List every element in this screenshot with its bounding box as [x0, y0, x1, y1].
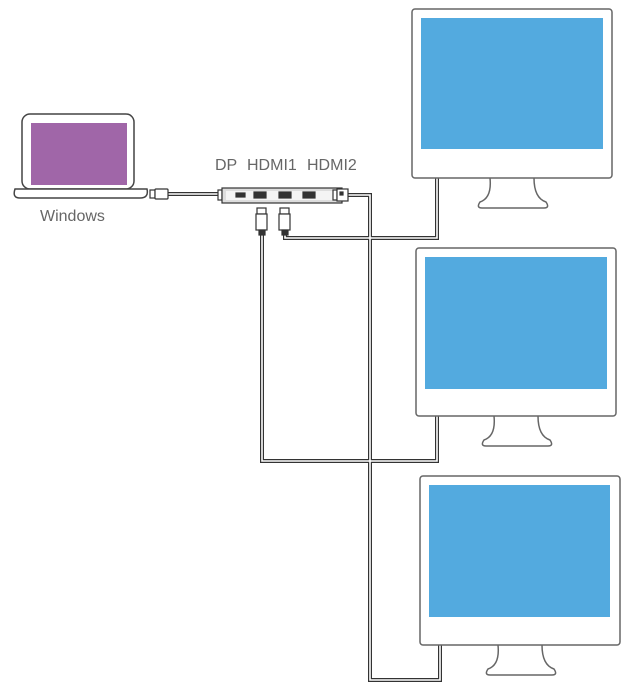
laptop — [13, 113, 149, 199]
hdmi2-port — [278, 191, 292, 199]
dp-port-label: DP — [215, 157, 238, 174]
monitor-2 — [415, 247, 617, 447]
monitor-screen — [425, 257, 607, 389]
hdmi1-port-label: HDMI1 — [247, 157, 297, 174]
monitor-screen — [421, 18, 603, 149]
cable-hdmi2-monitor1 — [283, 178, 439, 240]
monitor-screen — [429, 485, 610, 617]
usb-c-plug — [149, 188, 169, 200]
hdmi1-port — [253, 191, 267, 199]
dp-plug — [332, 188, 349, 202]
usb-port — [302, 191, 316, 199]
hdmi2-port-label: HDMI2 — [307, 157, 357, 174]
cable-hdmi1-monitor2 — [260, 234, 439, 463]
laptop-screen — [31, 123, 127, 185]
monitor-3 — [419, 475, 621, 676]
laptop-label: Windows — [40, 208, 105, 225]
monitor-1 — [411, 8, 613, 209]
hdmi2-plug — [278, 207, 291, 236]
dp-port — [235, 192, 246, 198]
usb-hub — [217, 187, 343, 204]
hdmi1-plug — [255, 207, 268, 236]
